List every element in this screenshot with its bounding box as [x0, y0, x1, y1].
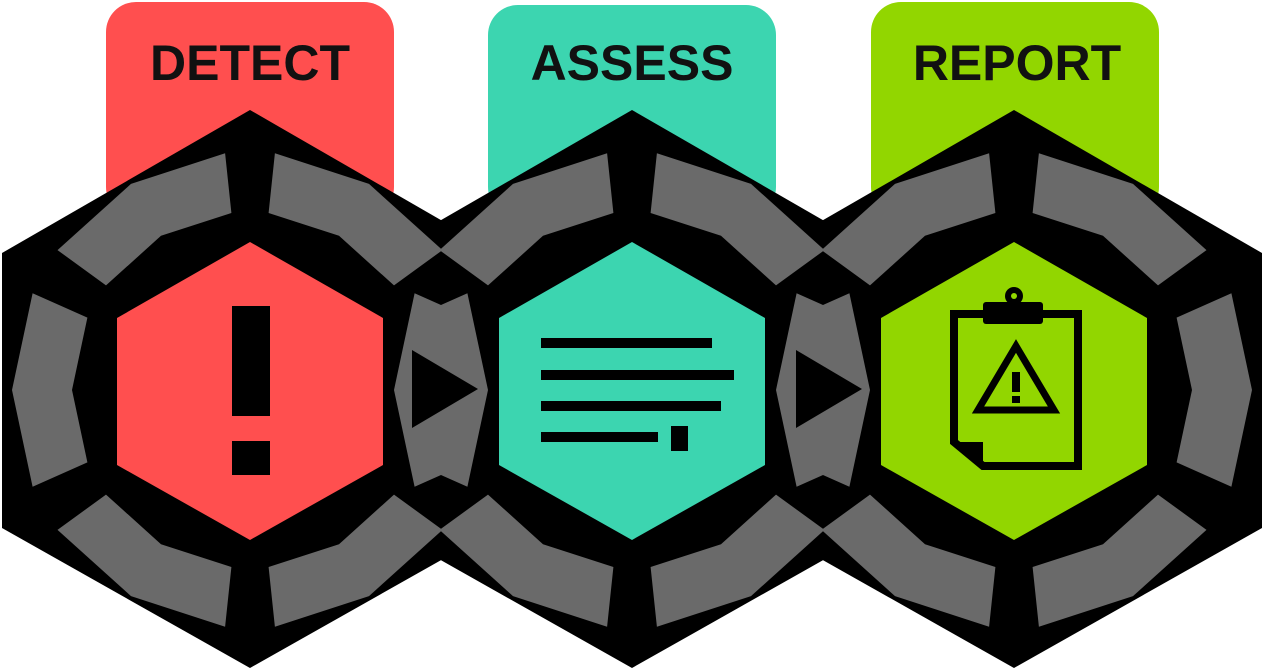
chevron-segment	[1032, 494, 1207, 627]
warning-triangle-icon	[971, 339, 1061, 414]
flow-arrows	[412, 350, 862, 428]
chevron-segment	[268, 153, 443, 286]
chevron-segment	[268, 494, 443, 627]
chevron-segment	[821, 153, 996, 286]
chevron-ring	[12, 153, 1252, 627]
chevron-segment	[1176, 293, 1252, 487]
chevron-segment	[12, 293, 88, 487]
clipboard-warning-icon	[950, 287, 1082, 470]
chevron-segment	[439, 153, 614, 286]
chevron-segment	[439, 494, 614, 627]
chevron-segment	[1032, 153, 1207, 286]
arrow-right-icon	[796, 350, 862, 428]
clipboard-clip-hole-inner	[1011, 293, 1017, 299]
warning-mark-dot	[1012, 396, 1020, 403]
chevron-segment	[821, 494, 996, 627]
clipboard-corner-fold	[954, 442, 983, 466]
chevron-segment	[57, 153, 232, 286]
warning-mark-bar	[1012, 372, 1020, 392]
stage-label-detect: DETECT	[150, 35, 350, 91]
clipboard-clip	[983, 302, 1043, 324]
chevron-segment	[650, 494, 825, 627]
stage-label-assess: ASSESS	[531, 35, 734, 91]
stage-label-report: REPORT	[913, 35, 1121, 91]
document-lines-icon	[541, 338, 734, 451]
arrow-right-icon	[412, 350, 478, 428]
chevron-segment	[650, 153, 825, 286]
chevron-segment	[57, 494, 232, 627]
inner-hexagon-assess	[499, 242, 765, 540]
exclamation-icon	[232, 306, 270, 475]
